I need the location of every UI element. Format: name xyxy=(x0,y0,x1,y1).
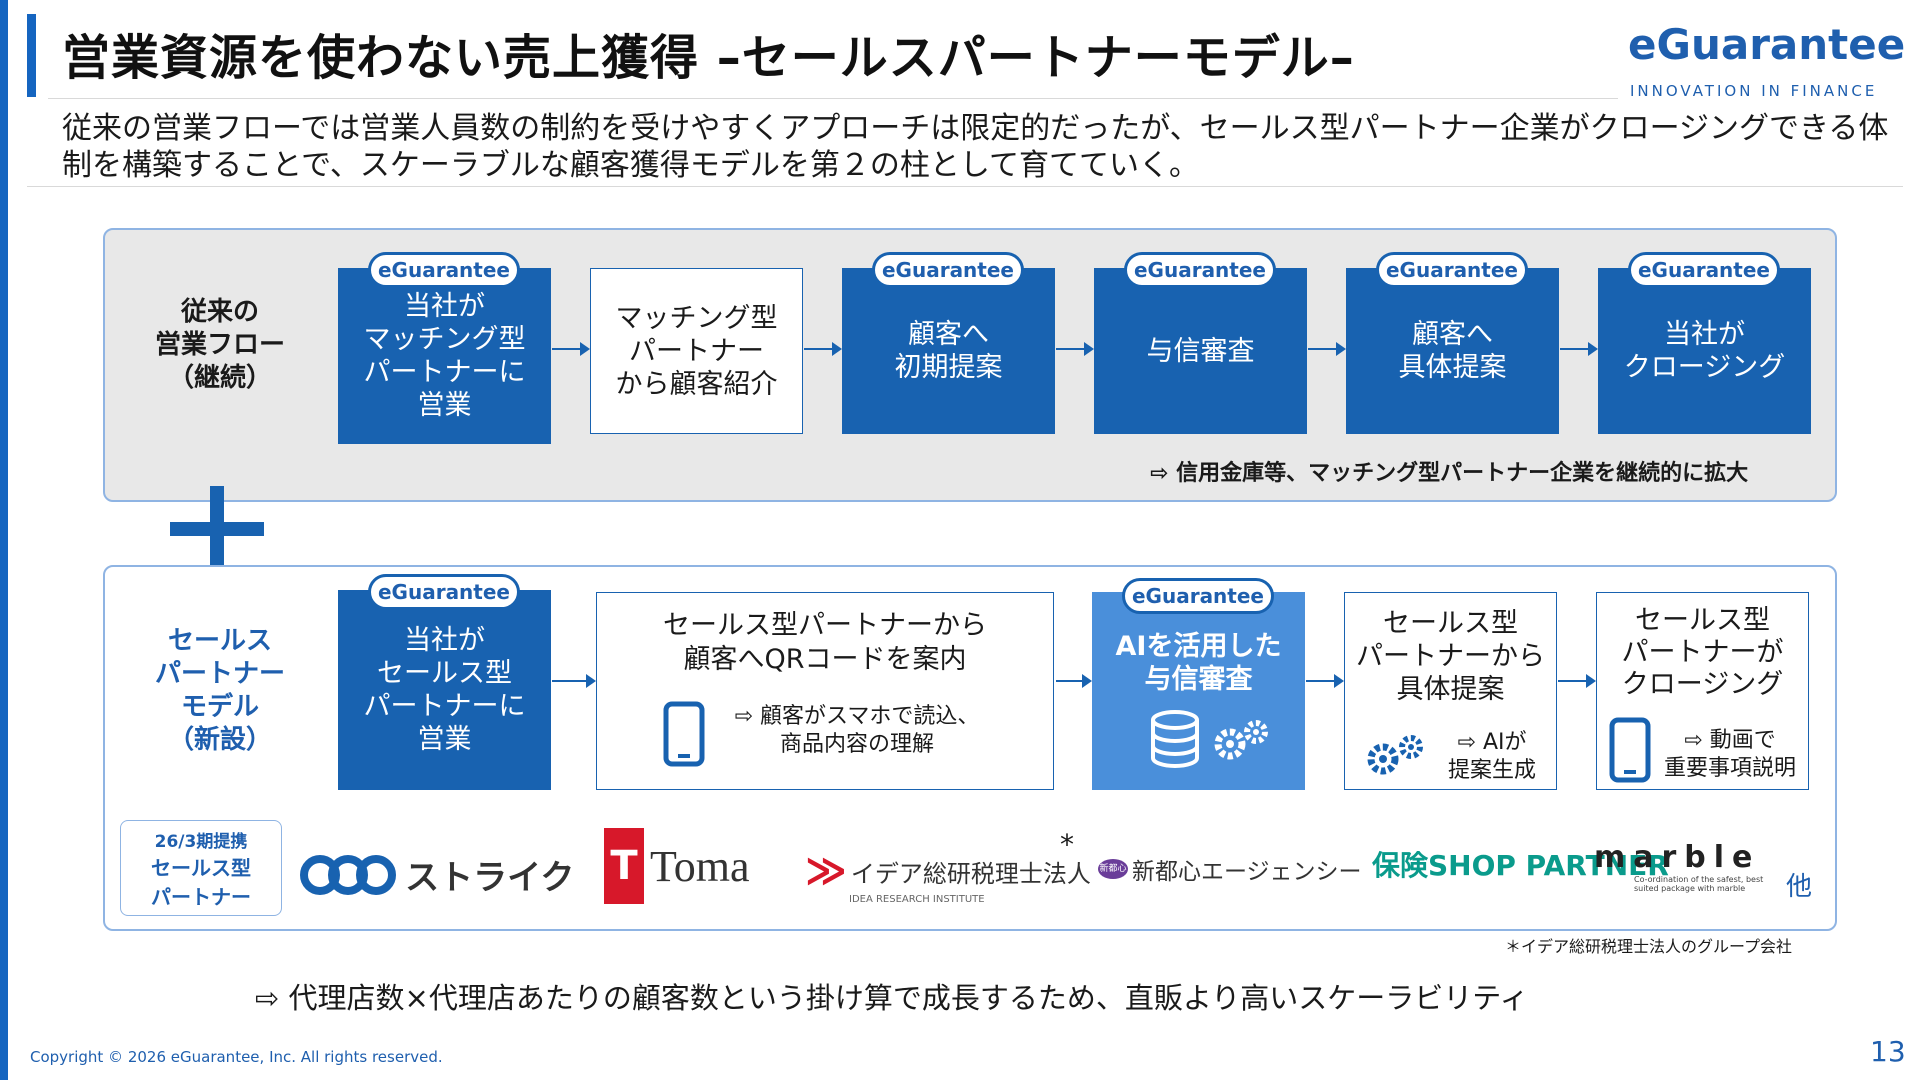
eguarantee-tag: eGuarantee xyxy=(368,252,520,288)
company-logo: eGuarantee xyxy=(1628,20,1906,69)
eguarantee-tag: eGuarantee xyxy=(1628,252,1780,288)
left-accent-bar xyxy=(0,0,8,1080)
lead-text: 従来の営業フローでは営業人員数の制約を受けやすくアプローチは限定的だったが、セー… xyxy=(62,111,1889,183)
page-number: 13 xyxy=(1870,1035,1906,1068)
conclusion-text: ⇨ 代理店数×代理店あたりの顧客数という掛け算で成長するため、直販より高いスケー… xyxy=(255,981,1529,1015)
copyright: Copyright © 2026 eGuarantee, Inc. All ri… xyxy=(30,1048,443,1066)
model-step-5: セールス型 パートナーが クロージング ⇨ 動画で 重要事項説明 xyxy=(1596,592,1809,790)
model-step-3: AIを活用した 与信審査 xyxy=(1092,592,1305,790)
flow-arrow xyxy=(804,342,842,356)
flow-arrow xyxy=(1558,674,1596,688)
gears-icon xyxy=(1367,735,1423,775)
logo-shintoshin: 新都心 新都心エージェンシー xyxy=(1098,859,1362,885)
gears-icon xyxy=(1214,720,1268,760)
flow-arrow xyxy=(552,674,596,688)
flow-arrow xyxy=(1056,674,1092,688)
smartphone-icon xyxy=(1609,717,1651,783)
title-accent-bar xyxy=(27,14,36,97)
flow-step-5: 顧客へ具体提案 xyxy=(1346,268,1559,434)
divider xyxy=(48,98,1618,99)
model-step-2: セールス型パートナーから 顧客へQRコードを案内 ⇨ 顧客がスマホで読込、 商品… xyxy=(596,592,1054,790)
flow-step-6: 当社がクロージング xyxy=(1598,268,1811,434)
logo-marble: marble Co-ordination of the safest, best… xyxy=(1594,840,1764,893)
shintoshin-mark-icon: 新都心 xyxy=(1098,859,1128,879)
plus-icon xyxy=(210,486,224,580)
flow-step-3: 顧客へ初期提案 xyxy=(842,268,1055,434)
page-title: 営業資源を使わない売上獲得 –セールスパートナーモデル– xyxy=(62,30,1355,86)
flow-arrow xyxy=(1306,674,1344,688)
idea-mark-icon: ≫ xyxy=(805,848,847,894)
company-tagline: INNOVATION IN FINANCE xyxy=(1630,82,1878,100)
logo-toma: T Toma xyxy=(604,828,750,904)
flow-arrow xyxy=(1056,342,1094,356)
sales-partner-model-label: セールス パートナー モデル （新設） xyxy=(154,626,285,755)
smartphone-icon xyxy=(663,701,705,767)
eguarantee-tag: eGuarantee xyxy=(1122,578,1274,614)
strike-mark-icon xyxy=(300,854,396,895)
model-step-1: 当社がセールス型パートナーに営業 xyxy=(338,590,551,790)
logo-hoken-shop-partner: 保険SHOP PARTNER xyxy=(1372,849,1669,882)
flow-arrow xyxy=(1560,342,1598,356)
footnote-marker: * xyxy=(1060,828,1074,861)
traditional-flow-label: 従来の 営業フロー （継続） xyxy=(154,297,285,393)
logo-strike: ストライク xyxy=(300,850,574,899)
eguarantee-tag: eGuarantee xyxy=(1376,252,1528,288)
traditional-flow-note: ⇨ 信用金庫等、マッチング型パートナー企業を継続的に拡大 xyxy=(1150,461,1749,486)
eguarantee-tag: eGuarantee xyxy=(368,574,520,610)
flow-step-1: 当社がマッチング型パートナーに営業 xyxy=(338,268,551,444)
logo-idea: ≫ イデア総研税理士法人 IDEA RESEARCH INSTITUTE xyxy=(805,848,1091,905)
flow-step-2: マッチング型パートナーから顧客紹介 xyxy=(590,268,803,434)
flow-arrow xyxy=(552,342,590,356)
eguarantee-tag: eGuarantee xyxy=(1124,252,1276,288)
database-icon xyxy=(1151,710,1199,768)
eguarantee-tag: eGuarantee xyxy=(872,252,1024,288)
footnote: ＊イデア総研税理士法人のグループ会社 xyxy=(1505,937,1793,956)
divider xyxy=(27,186,1903,187)
flow-arrow xyxy=(1308,342,1346,356)
flow-step-4: 与信審査 xyxy=(1094,268,1307,434)
others-label: 他 xyxy=(1786,872,1813,902)
model-step-4: セールス型 パートナーから 具体提案 ⇨ AIが 提案生成 xyxy=(1344,592,1557,790)
partner-label: 26/3期提携 セールス型 パートナー xyxy=(120,820,282,916)
toma-mark-icon: T xyxy=(604,828,644,904)
